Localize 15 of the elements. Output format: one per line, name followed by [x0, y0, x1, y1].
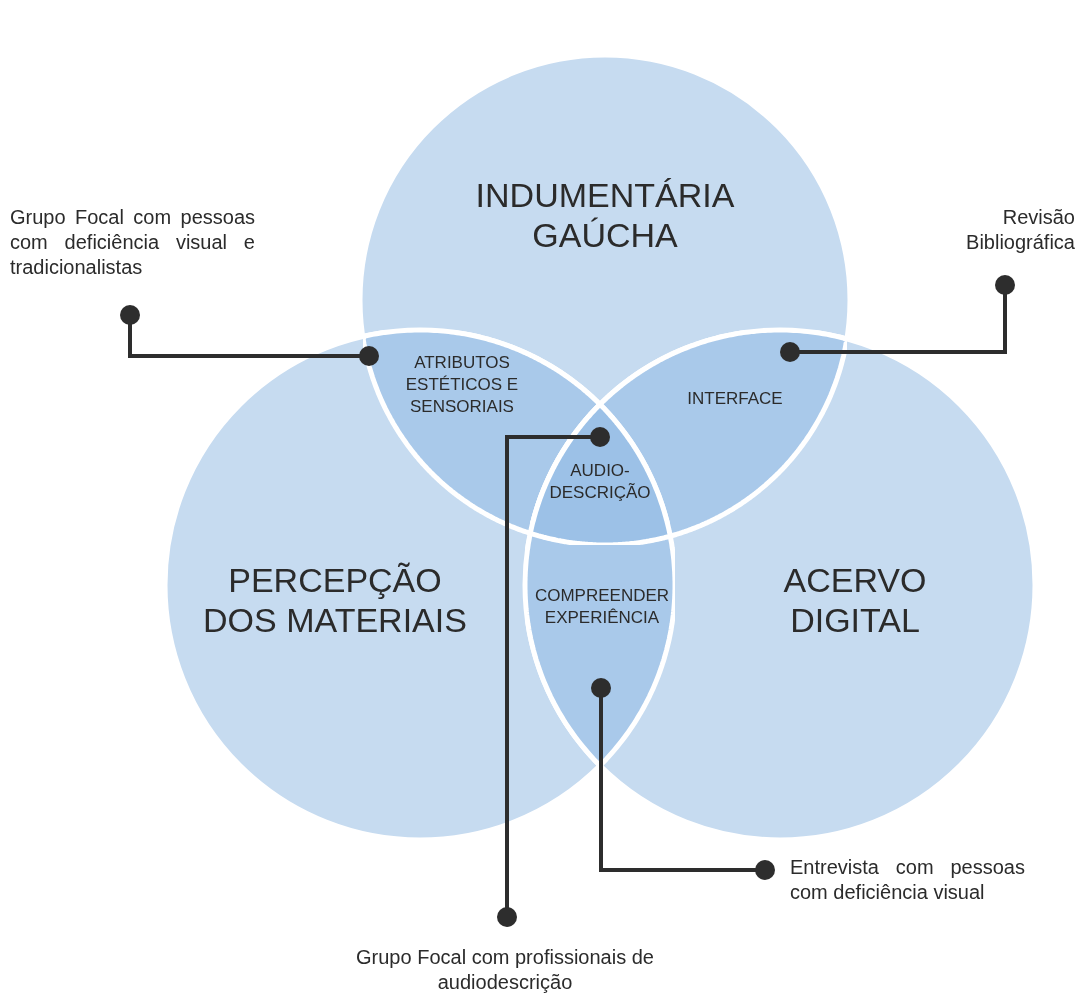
method-note: Grupo Focal com profissionais de audiodescrição	[355, 945, 655, 995]
region-label: AUDIO- DESCRIÇÃO	[548, 460, 652, 504]
leader-line	[591, 678, 775, 880]
leader-line	[497, 427, 610, 927]
method-note: Revisão Bibliográfica	[955, 205, 1075, 255]
leader-line	[780, 275, 1015, 362]
circle-title: ACERVO DIGITAL	[782, 560, 928, 640]
circle-title: INDUMENTÁRIA GAÚCHA	[474, 175, 736, 255]
method-note: Grupo Focal com pessoas com deficiência visual e tradicionalistas	[10, 205, 255, 280]
region-label: INTERFACE	[686, 388, 784, 410]
method-note: Entrevista com pessoas com deficiência visual	[790, 855, 1025, 905]
leader-line	[120, 305, 379, 366]
circle-title: PERCEPÇÃO DOS MATERIAIS	[202, 560, 468, 640]
region-label: ATRIBUTOS ESTÉTICOS E SENSORIAIS	[404, 352, 520, 418]
region-label: COMPREENDER EXPERIÊNCIA	[533, 585, 671, 629]
